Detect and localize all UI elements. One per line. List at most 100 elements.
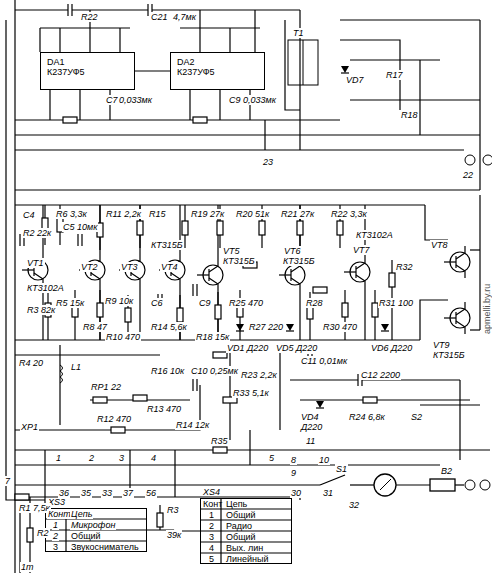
diode-symbol [381,324,389,331]
component-label: VT1 [26,258,45,268]
component-label: 35 [80,488,92,498]
capacitor-gap [78,234,82,246]
resistor-symbol [215,305,221,319]
base-lead [344,271,356,272]
part-name: DA2 [177,57,258,67]
component-label: 1 [55,453,62,463]
component-label: КТ315Б [222,256,256,266]
component-label: 36 [58,488,70,498]
part-type: К237УФ5 [47,67,128,77]
component-label: L1 [70,362,82,372]
component-label: R8 47 [82,322,108,332]
resistor-symbol [63,117,77,123]
switch-symbol [320,475,345,485]
component-label: 4 [150,453,157,463]
component-label: C10 0,25мк [190,366,239,376]
wire [15,9,300,10]
component-label: Конт [47,509,72,519]
component-label: VT6 [283,246,302,256]
capacitor-plate [77,234,78,246]
table-cell: 3 [208,532,215,542]
component-label: R12 470 [96,414,132,424]
diode-symbol [286,324,294,331]
wire [261,235,262,248]
component-label: 23 [262,157,274,167]
component-label: R30 470 [322,322,358,332]
resistor-symbol [337,221,343,235]
wire [264,120,265,150]
part-name: XS4 [203,487,220,497]
wire [15,134,480,135]
diode-symbol [236,324,244,331]
wire [99,290,100,303]
resistor-symbol [137,221,143,235]
base-lead [22,269,34,270]
resistor-symbol [182,221,188,235]
component-label: 9 [290,468,297,478]
table-cell: Цепь [225,499,248,509]
wire [15,354,160,355]
table-cell: Общий [225,532,257,542]
wire [44,205,45,218]
component-label: 33 [101,488,113,498]
collector-lead [456,246,465,259]
diode-bar [286,330,294,331]
diode-symbol [316,401,324,408]
capacitor-plate [19,234,20,246]
component-label: 1т [20,562,35,572]
diode-bar [236,330,244,331]
component-label: 3 [118,453,125,463]
capacitor-plate [192,379,193,391]
component-label: R24 6,8к [348,412,386,422]
resistor-symbol [217,221,223,235]
component-label: R14 5,6к [150,322,188,332]
capacitor-gap [193,284,197,296]
capacitor-gap [193,379,197,391]
component-label: 1 [52,520,59,530]
component-label: C5 10мк [62,222,98,232]
wire [344,290,345,303]
wire [219,235,220,248]
resistor-symbol [193,117,207,123]
component-label: 2 [88,453,95,463]
component-label: B2 [440,466,453,476]
component-label: VT7 [352,245,371,255]
wire [425,205,448,240]
component-label: R33 5,1к [232,388,270,398]
wire [219,90,220,120]
component-label: VD1 Д220 [226,343,269,353]
wire [229,345,230,440]
coil-symbol [60,365,63,383]
capacitor-plate [357,374,358,386]
collector-lead [456,302,465,315]
component-label: C11 0,01мк [300,356,348,366]
component-label: R13 470 [146,404,182,414]
wire [420,404,480,405]
emitter-lead [456,265,465,278]
component-label: R18 15к [195,332,230,342]
wire [199,10,200,52]
component-label: КТ315Б [432,350,466,360]
wire [279,345,280,430]
component-label: R23 2,2к [240,370,278,380]
component-label: R5 15к [55,298,85,308]
part-name: DA1 [47,57,128,67]
diode-bar [381,330,389,331]
resistor-symbol [27,528,33,542]
terminal [465,155,475,165]
resistor-symbol [389,273,395,287]
component-label: C7 [105,95,119,105]
component-label: R15 [148,209,167,219]
wire [99,205,100,223]
wire [249,430,250,465]
wire [39,28,40,52]
component-label: C12 2200 [360,370,401,380]
component-label: VD4 [300,412,320,422]
resistor-symbol [177,308,183,322]
component-label: VT3 [120,262,139,272]
wire [59,345,60,425]
table-cell: Конт [202,499,223,509]
component-label: 37 [122,488,134,498]
table-cell: apmelli.by.ru [482,283,492,335]
table-cell: 3 [52,542,59,552]
